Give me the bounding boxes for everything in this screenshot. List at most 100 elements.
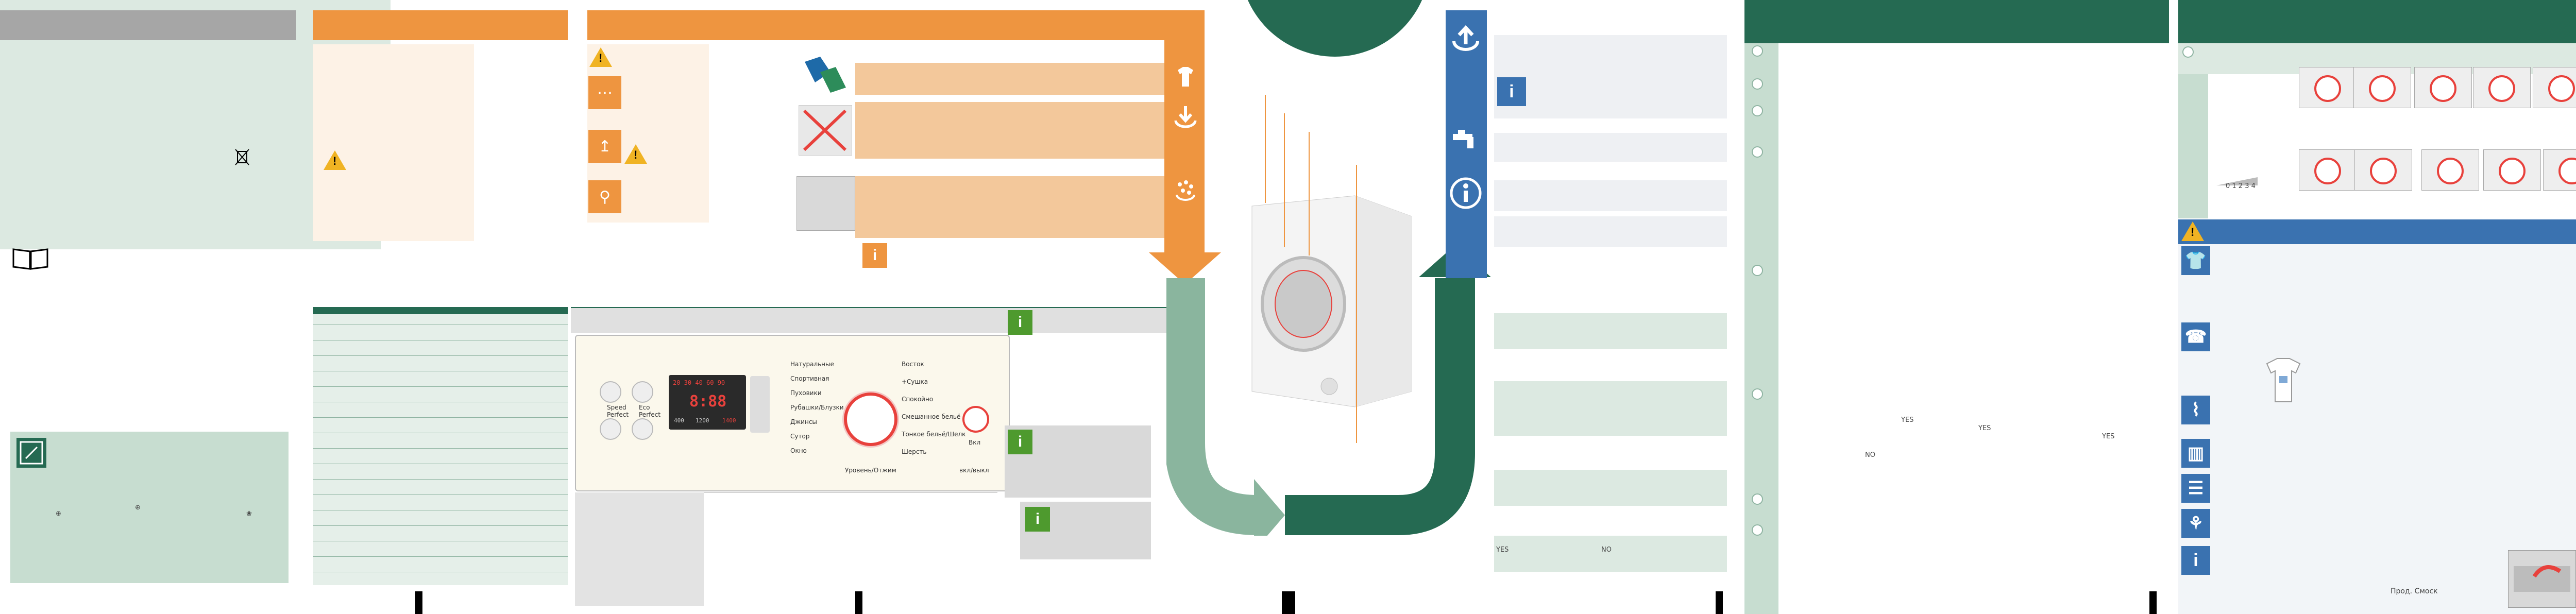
page6-row-band — [0, 62, 391, 72]
filter-image — [2508, 550, 2576, 608]
warning-icon-p7 — [2181, 221, 2204, 241]
page5-box-2 — [1494, 133, 1727, 162]
page7-band — [0, 233, 381, 241]
detergent-drawer-image — [796, 176, 855, 231]
program-right-item[interactable]: Шерсть — [902, 448, 927, 455]
control-panel — [575, 335, 1010, 491]
eco-perfect-button[interactable] — [632, 381, 653, 403]
prewash-button[interactable] — [600, 418, 621, 440]
page6-row-band — [0, 52, 391, 62]
stained-shirt-image — [2258, 355, 2309, 405]
cut-mark-3 — [1282, 591, 1289, 614]
page7-band — [0, 208, 381, 216]
page6-row-circle — [1752, 146, 1763, 158]
rpm-mid: 1200 — [696, 417, 709, 424]
weee-bin-icon — [234, 148, 250, 166]
water-tap-icon-small: ⚲ — [588, 180, 621, 213]
page6-row-band — [0, 41, 391, 52]
warning-icon-2 — [589, 47, 612, 67]
info-circle-icon — [1449, 176, 1483, 210]
program-table-line — [313, 556, 568, 557]
cut-mark-1 — [415, 591, 422, 614]
detergent-icon — [1173, 176, 1198, 202]
program-right-item[interactable]: +Сушка — [902, 378, 928, 385]
program-right-item[interactable]: Восток — [902, 361, 924, 368]
warning-icon — [324, 150, 346, 170]
step-dial — [2369, 75, 2396, 102]
rpm-low: 400 — [674, 417, 684, 424]
page5-box-8 — [1494, 536, 1727, 572]
page7-band — [0, 216, 381, 225]
page6-row-band — [0, 113, 391, 124]
step-dial — [2499, 158, 2526, 184]
page6-row-circle — [1752, 78, 1763, 90]
program-left-item[interactable]: Рубашки/Блузки — [790, 404, 844, 411]
time-readout: 8:88 — [689, 393, 727, 411]
rpm-high: 1400 — [722, 417, 736, 424]
step-dial — [2548, 75, 2575, 102]
page6-row-circle — [1752, 388, 1763, 400]
step-dial — [2314, 75, 2341, 102]
select-buttons-column[interactable] — [750, 376, 770, 433]
list-icon: ☰ — [2181, 474, 2210, 503]
page6-row-circle — [1752, 45, 1763, 57]
load-arrow-icon — [1173, 103, 1198, 129]
info-icon-panel: i — [1008, 310, 1032, 335]
page6-row-band — [0, 134, 391, 144]
panel-notes-table — [575, 492, 704, 606]
start-label: Вкл — [969, 439, 981, 446]
page6-side-column — [1744, 43, 1778, 614]
program-left-item[interactable]: Джинсы — [790, 418, 817, 425]
manual-book-icon — [11, 246, 49, 271]
program-left-item[interactable]: Окно — [790, 447, 807, 454]
cut-mark-4 — [1288, 591, 1295, 614]
page6-row-circle — [1752, 524, 1763, 536]
program-left-item[interactable]: Сутор — [790, 433, 810, 440]
program-left-item[interactable]: Спортивная — [790, 375, 829, 382]
info-icon-orange: i — [862, 243, 887, 268]
callout-line-3 — [1309, 132, 1310, 255]
flow-curve-light — [1165, 278, 1285, 551]
start-pause-button[interactable] — [962, 406, 989, 433]
program-table-line — [313, 417, 568, 418]
step-band-2 — [855, 102, 1164, 159]
info-icon-box2: i — [1025, 507, 1050, 532]
page6-row-band — [0, 144, 391, 155]
program-dial[interactable] — [844, 393, 897, 446]
program-right-item[interactable]: Спокойно — [902, 396, 934, 403]
speed-perfect-label: Speed Perfect — [607, 404, 629, 418]
page1-header-bar — [0, 10, 296, 40]
callout-line-1 — [1265, 95, 1266, 203]
program-right-item[interactable]: Тонкое бельё/Шелк — [902, 431, 966, 438]
page7-header — [2178, 0, 2576, 43]
page6-row-band — [0, 155, 391, 165]
speed-perfect-button[interactable] — [600, 381, 621, 403]
page5-box-5 — [1494, 313, 1727, 349]
program-table-line — [313, 386, 568, 387]
temps-readout: 20 30 40 60 90 — [673, 379, 725, 386]
program-right-item[interactable]: Смешанное бельё — [902, 413, 961, 420]
extra-rinse-button[interactable] — [632, 418, 653, 440]
sorting-clothes-image — [800, 52, 849, 101]
volume-scale-labels: 0 1 2 3 4 — [2226, 182, 2256, 190]
eco-perfect-label: Eco Perfect — [639, 404, 661, 418]
callout-line-4 — [1356, 165, 1357, 443]
panel-notes-lines — [704, 492, 997, 606]
cut-mark-6 — [2149, 591, 2157, 614]
page6-row-band — [0, 124, 391, 134]
page7-band — [0, 192, 381, 200]
washing-machine-image — [1242, 185, 1417, 412]
page2-header-bar — [313, 10, 568, 40]
page6-row-band — [0, 165, 391, 175]
program-table-line — [313, 355, 568, 356]
note-pen-icon — [16, 438, 46, 468]
step-dial — [2437, 158, 2464, 184]
panel-columns-header — [571, 307, 1174, 333]
no-label-a: NO — [1865, 451, 1875, 459]
shirt-icon — [1174, 65, 1197, 89]
program-left-item[interactable]: Пуховики — [790, 389, 822, 397]
program-left-item[interactable]: Натуральные — [790, 361, 834, 368]
unload-channel — [1446, 10, 1487, 278]
upload-arrow-icon — [1449, 19, 1483, 53]
step-dial — [2370, 158, 2397, 184]
